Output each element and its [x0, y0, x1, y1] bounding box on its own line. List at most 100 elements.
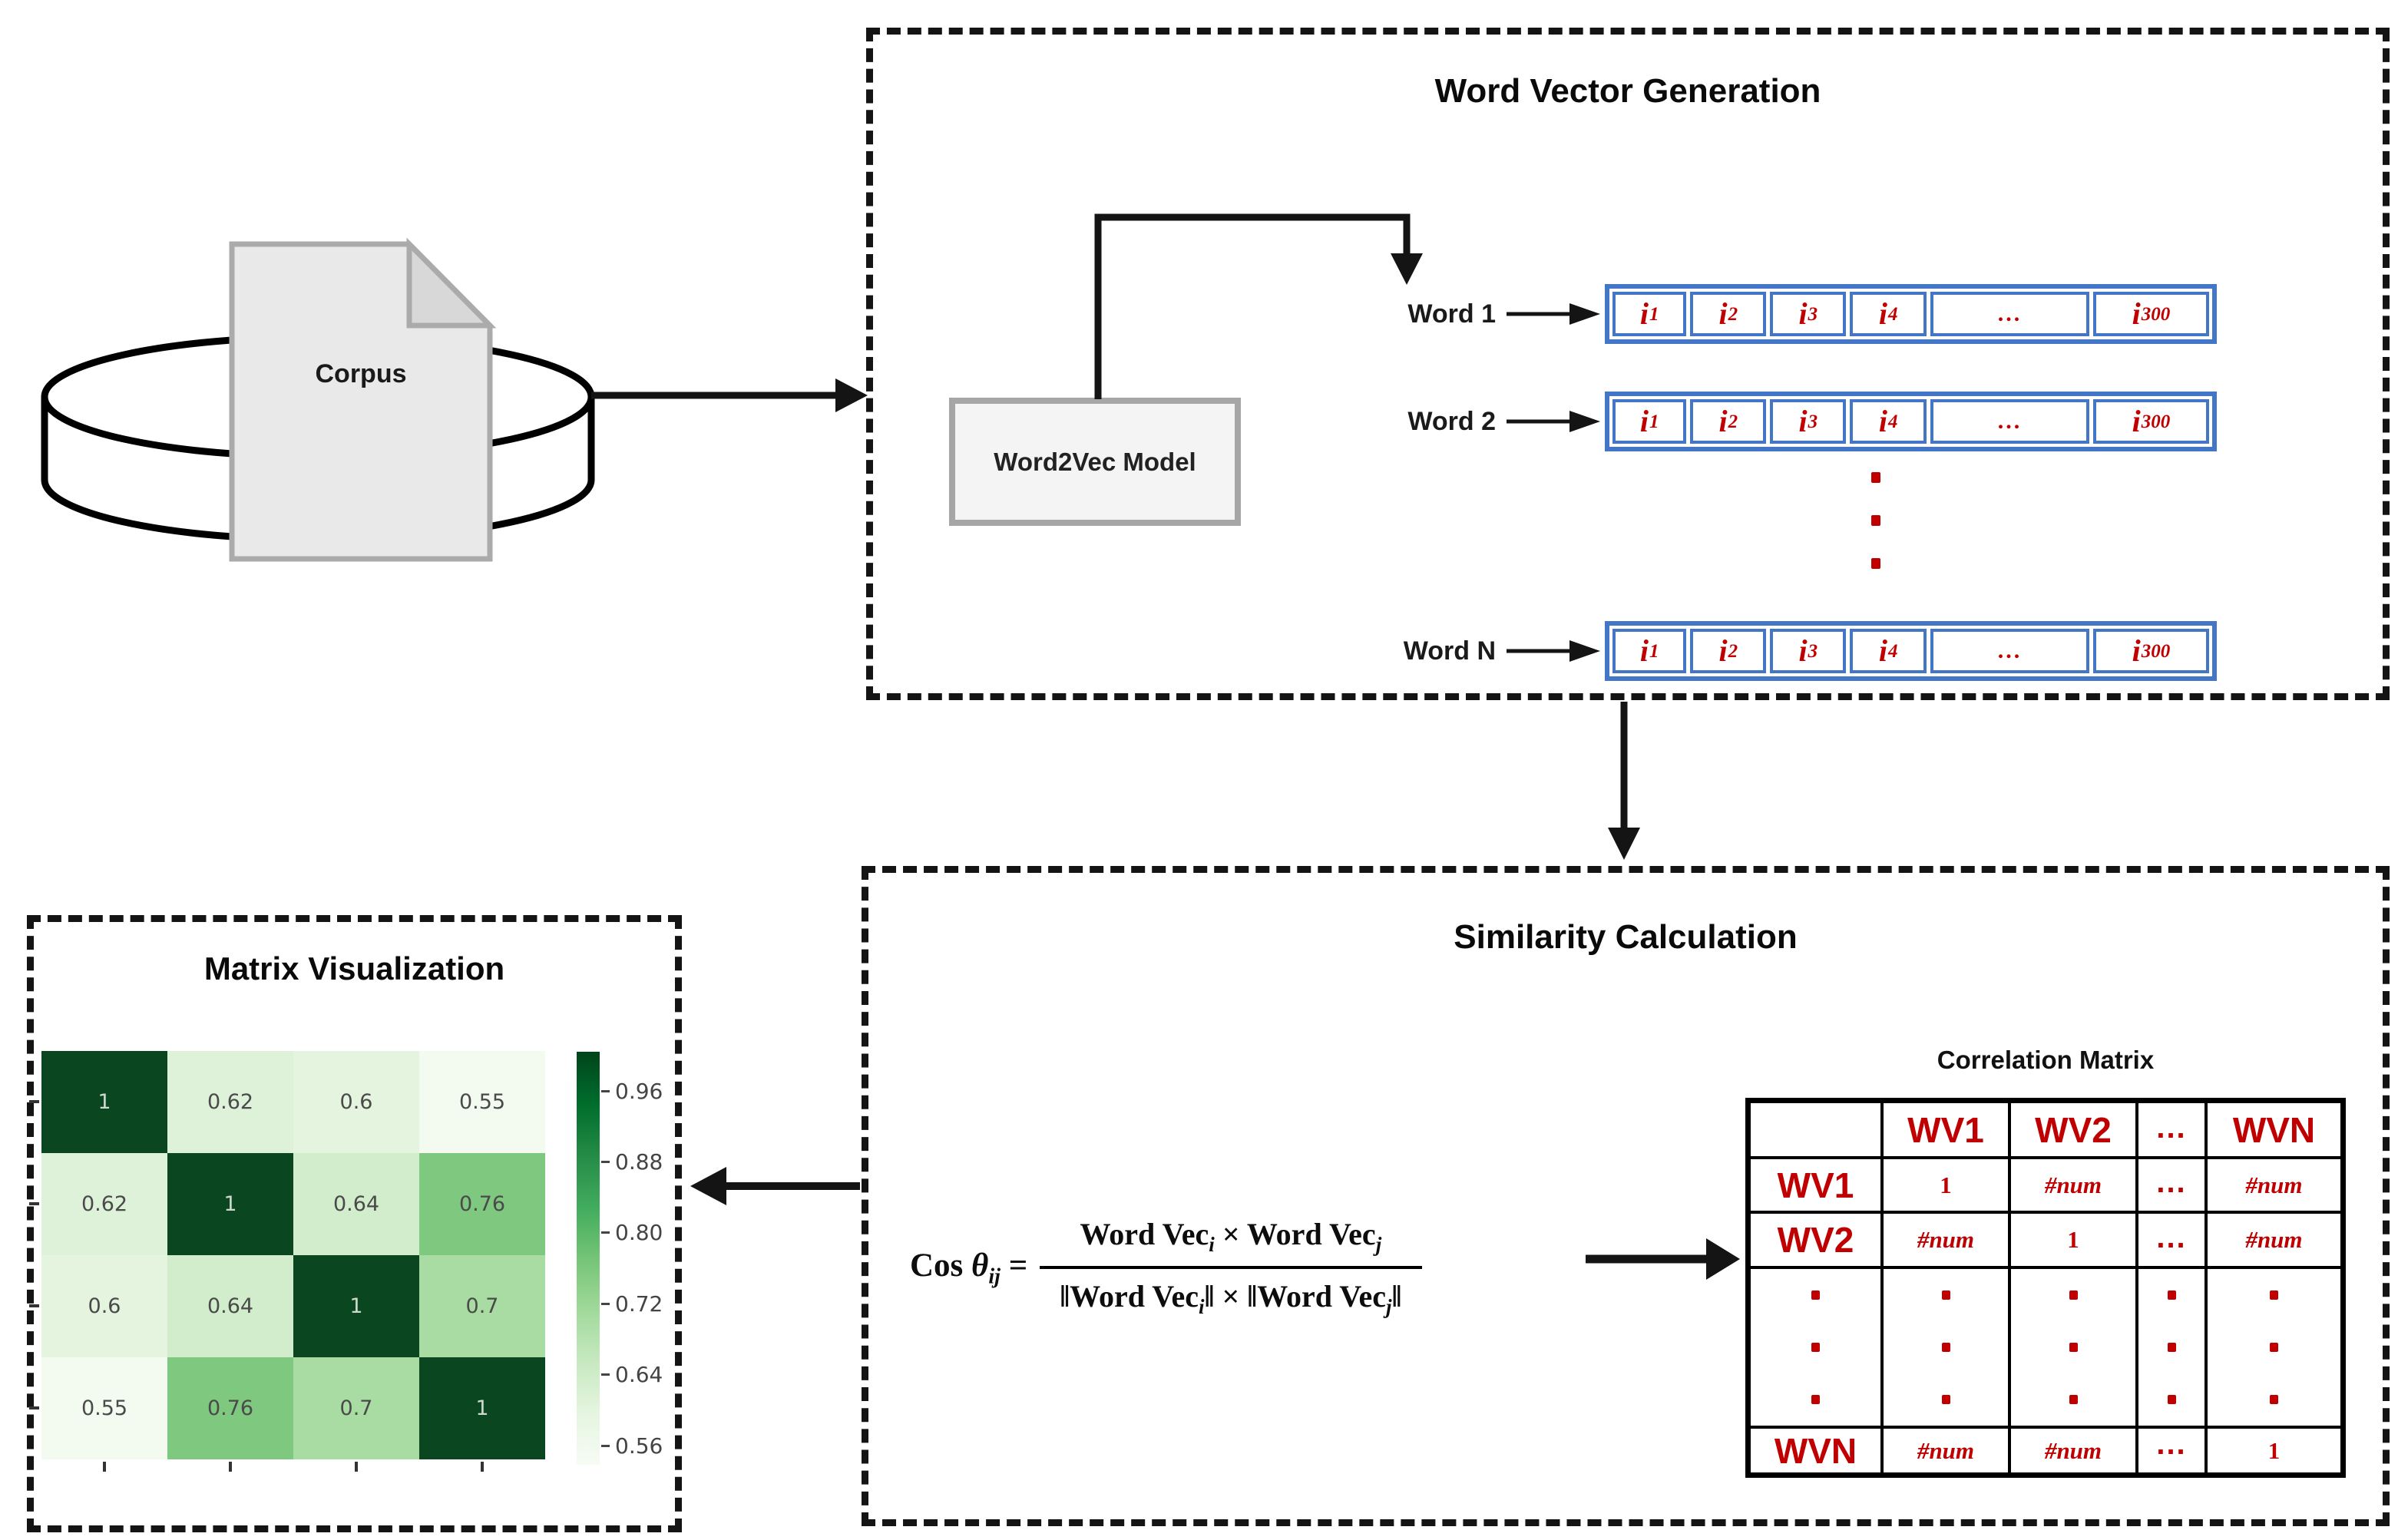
matrix-cell: #num	[1882, 1212, 2009, 1267]
colorbar-tick-mark	[601, 1444, 610, 1447]
ellipsis-dot	[2069, 1343, 2078, 1352]
colorbar-tick: 0.56	[601, 1433, 663, 1459]
word-vector-generation-title: Word Vector Generation	[1434, 72, 1821, 110]
formula-subscript: i	[1209, 1233, 1215, 1256]
matrix-col-header: WVN	[2206, 1102, 2342, 1158]
colorbar-tick: 0.72	[601, 1290, 663, 1317]
matrix-ellipsis-cell	[2137, 1267, 2206, 1427]
matrix-cell: #num	[2206, 1158, 2342, 1212]
matrix-cell: 1	[2009, 1212, 2137, 1267]
matrix-cell: #num	[1882, 1427, 2009, 1474]
ellipsis-dot	[2270, 1290, 2278, 1300]
arrow-corpus-to-wvg	[591, 378, 868, 412]
heatmap-cell: 1	[167, 1153, 293, 1255]
ellipsis-dot	[1941, 1395, 1950, 1404]
formula-term: ‖Word Vec	[1060, 1279, 1199, 1314]
heatmap-cell: 0.55	[419, 1051, 545, 1153]
heatmap-cell: 0.64	[293, 1153, 419, 1255]
cosine-formula-fraction: Word Veci × Word Vecj ‖Word Veci‖ × ‖Wor…	[1040, 1207, 1422, 1330]
matrix-cell: ...	[2137, 1212, 2206, 1267]
formula-subscript: j	[1386, 1295, 1392, 1318]
heatmap-cell: 0.55	[41, 1357, 167, 1459]
matrix-ellipsis-cell	[1882, 1267, 2009, 1427]
heatmap-cell: 0.7	[293, 1357, 419, 1459]
heatmap-cell: 0.6	[41, 1255, 167, 1357]
colorbar-tick: 0.88	[601, 1148, 663, 1175]
ellipsis-dot	[2167, 1290, 2176, 1300]
formula-term: ‖ × ‖Word Vec	[1204, 1279, 1387, 1314]
matrix-col-header	[1749, 1102, 1882, 1158]
correlation-matrix-caption: Correlation Matrix	[1937, 1046, 2155, 1074]
ellipsis-dot	[1871, 472, 1880, 483]
ellipsis-dot	[2270, 1343, 2278, 1352]
colorbar-tick-mark	[601, 1089, 610, 1092]
ellipsis-dot	[2167, 1343, 2176, 1352]
ellipsis-dot	[2069, 1395, 2078, 1404]
matrix-cell: #num	[2009, 1158, 2137, 1212]
colorbar-tick-mark	[601, 1160, 610, 1163]
heatmap-cell: 0.62	[167, 1051, 293, 1153]
colorbar-tick-mark	[601, 1302, 610, 1305]
colorbar-tick-label: 0.72	[615, 1290, 663, 1317]
heatmap-cell: 0.7	[419, 1255, 545, 1357]
matrix-visualization-box	[27, 915, 682, 1532]
colorbar-tick-label: 0.80	[615, 1220, 663, 1246]
ellipsis-dot	[2167, 1395, 2176, 1404]
colorbar-tick-mark	[601, 1373, 610, 1376]
colorbar-tick: 0.96	[601, 1078, 663, 1104]
formula-subscript: j	[1375, 1233, 1382, 1256]
document-icon	[229, 237, 497, 562]
matrix-row-header: WV1	[1749, 1158, 1882, 1212]
ellipsis-dot	[1811, 1395, 1820, 1404]
ellipsis-dot	[1811, 1290, 1820, 1300]
ellipsis-dot	[1811, 1343, 1820, 1352]
colorbar-tick-label: 0.56	[615, 1433, 663, 1459]
heatmap-colorbar	[577, 1052, 600, 1465]
vector-rows-ellipsis	[1871, 472, 1880, 569]
formula-term: Word Vec	[1246, 1217, 1376, 1251]
matrix-cell: 1	[2206, 1427, 2342, 1474]
formula-denominator: ‖Word Veci‖ × ‖Word Vecj‖	[1040, 1269, 1421, 1330]
corpus-label: Corpus	[315, 359, 407, 388]
heatmap-cell: 0.76	[167, 1357, 293, 1459]
matrix-ellipsis-cell	[1749, 1267, 1882, 1427]
formula-subscript: i	[1198, 1295, 1205, 1318]
similarity-calculation-box	[862, 866, 2390, 1526]
matrix-cell: ...	[2137, 1158, 2206, 1212]
matrix-col-header: ...	[2137, 1102, 2206, 1158]
ellipsis-dot	[1941, 1290, 1950, 1300]
cosine-formula-lhs: Cos θij =	[910, 1248, 1028, 1289]
matrix-cell: 1	[1882, 1158, 2009, 1212]
word-vector-generation-box	[866, 28, 2390, 700]
colorbar-tick-mark	[601, 1231, 610, 1234]
ellipsis-dot	[1871, 558, 1880, 569]
matrix-cell: ...	[2137, 1427, 2206, 1474]
matrix-cell: #num	[2009, 1427, 2137, 1474]
colorbar-tick: 0.80	[601, 1220, 663, 1246]
ellipsis-dot	[2270, 1395, 2278, 1404]
arrow-similarity-to-visualization	[690, 1167, 860, 1205]
cosine-formula: Cos θij = Word Veci × Word Vecj ‖Word Ve…	[910, 1207, 1422, 1330]
ellipsis-dot	[2069, 1290, 2078, 1300]
colorbar-tick: 0.64	[601, 1362, 663, 1388]
heatmap-cell: 1	[419, 1357, 545, 1459]
colorbar-tick-labels: 0.96 0.88 0.80 0.72 0.64 0.56	[601, 1052, 701, 1465]
colorbar-tick-label: 0.64	[615, 1362, 663, 1388]
matrix-row-header: WV2	[1749, 1212, 1882, 1267]
theta-symbol: θ	[971, 1248, 989, 1284]
formula-term: Word Vec	[1080, 1217, 1209, 1251]
heatmap-cell: 0.62	[41, 1153, 167, 1255]
colorbar-tick-label: 0.96	[615, 1078, 663, 1104]
formula-term: ‖	[1391, 1279, 1402, 1314]
word2vec-model-label: Word2Vec Model	[994, 447, 1196, 476]
heatmap-cell: 0.6	[293, 1051, 419, 1153]
colorbar-tick-label: 0.88	[615, 1148, 663, 1175]
formula-term: ×	[1214, 1217, 1247, 1251]
matrix-ellipsis-cell	[2009, 1267, 2137, 1427]
ellipsis-dot	[1941, 1343, 1950, 1352]
matrix-row-header: WVN	[1749, 1427, 1882, 1474]
matrix-ellipsis-cell	[2206, 1267, 2342, 1427]
